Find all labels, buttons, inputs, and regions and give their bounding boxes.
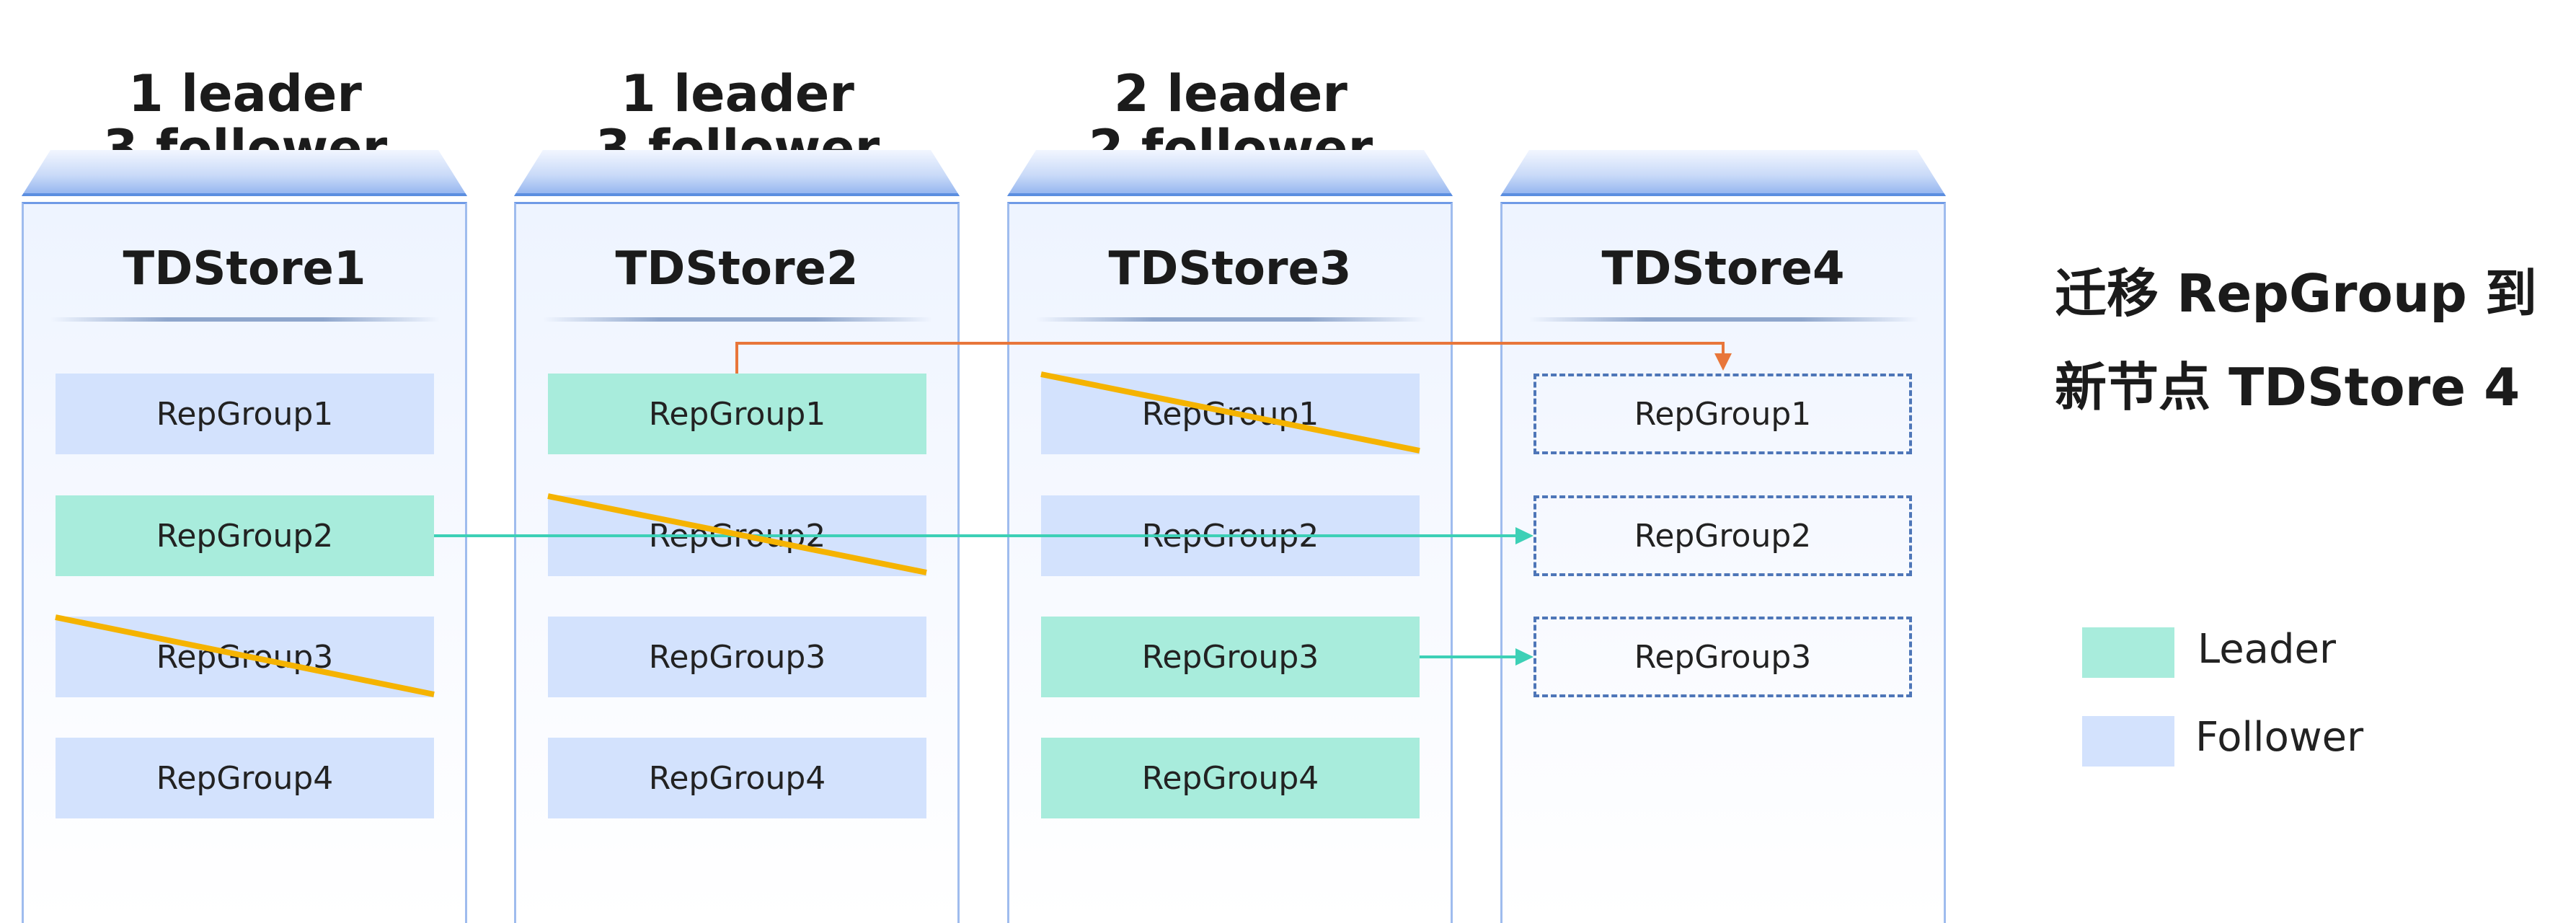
title-underline: [1036, 317, 1425, 322]
legend-swatch-leader: [2082, 627, 2174, 678]
repgroup-box: RepGroup2: [1041, 495, 1420, 576]
repgroup-box: RepGroup2: [548, 495, 926, 576]
legend-swatch-follower: [2082, 716, 2174, 767]
repgroup-box: RepGroup3: [56, 617, 434, 697]
store-cap: [1007, 150, 1453, 196]
repgroup-box: RepGroup4: [548, 738, 926, 818]
store-header-line-1: 2 leader: [1114, 64, 1347, 123]
title-underline: [1529, 317, 1918, 322]
repgroup-box: RepGroup1: [56, 374, 434, 454]
store-title: TDStore1: [123, 242, 366, 296]
title-underline: [50, 317, 440, 322]
legend-label-follower: Follower: [2195, 714, 2364, 761]
store-cap: [1500, 150, 1946, 196]
repgroup-box: RepGroup3: [548, 617, 926, 697]
store-title: TDStore4: [1601, 242, 1845, 296]
store-title: TDStore2: [615, 242, 859, 296]
repgroup-box-new: RepGroup2: [1533, 495, 1912, 576]
store-header-line-1: 1 leader: [621, 64, 854, 123]
repgroup-box-new: RepGroup3: [1533, 617, 1912, 697]
store-cap: [22, 150, 467, 196]
store-body: [1500, 202, 1946, 923]
repgroup-box: RepGroup4: [1041, 738, 1420, 818]
store-header: 2 leader 2 follower: [971, 66, 1490, 176]
heading-line-2: 新节点 TDStore 4: [2055, 357, 2520, 418]
repgroup-box: RepGroup3: [1041, 617, 1420, 697]
heading-line-1: 迁移 RepGroup 到: [2055, 263, 2537, 324]
store-cap: [514, 150, 960, 196]
repgroup-box: RepGroup1: [548, 374, 926, 454]
repgroup-box: RepGroup4: [56, 738, 434, 818]
repgroup-box: RepGroup1: [1041, 374, 1420, 454]
repgroup-box: RepGroup2: [56, 495, 434, 576]
repgroup-box-new: RepGroup1: [1533, 374, 1912, 454]
store-header-line-1: 1 leader: [128, 64, 362, 123]
store-title: TDStore3: [1108, 242, 1352, 296]
title-underline: [543, 317, 932, 322]
migration-diagram: 1 leader 3 follower TDStore1 RepGroup1 R…: [0, 64, 2537, 923]
store-header: 1 leader 3 follower: [0, 66, 505, 176]
legend-label-leader: Leader: [2197, 626, 2337, 673]
